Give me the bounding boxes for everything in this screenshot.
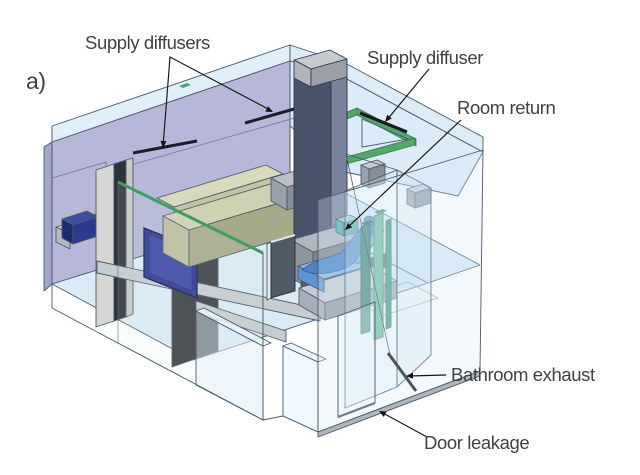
label-door-leakage: Door leakage	[424, 432, 529, 453]
front-low-walls	[51, 126, 327, 433]
bathroom-partition	[344, 153, 432, 409]
front-glass-wall	[317, 149, 484, 438]
navy-cabinet	[61, 210, 99, 245]
label-bathroom-exhaust: Bathroom exhaust	[451, 364, 595, 385]
label-room-return: Room return	[457, 97, 556, 118]
glass-green-edge	[117, 180, 264, 255]
panel-label: a)	[26, 68, 46, 94]
ceiling-supply-unit	[179, 83, 191, 88]
diffuser-cone-outline	[361, 118, 409, 148]
footboard	[270, 234, 296, 299]
door	[337, 301, 376, 418]
threshold-band	[317, 370, 481, 438]
right-supply-slot	[359, 111, 408, 134]
leader-lines	[160, 56, 462, 438]
door-bottom-gap	[337, 401, 376, 419]
bathroom-exhaust-slot	[386, 352, 418, 392]
label-supply-diffusers: Supply diffusers	[85, 32, 210, 53]
label-supply-diffuser: Supply diffuser	[367, 47, 483, 68]
equipment-cubes	[360, 159, 432, 209]
sofa	[156, 164, 312, 268]
